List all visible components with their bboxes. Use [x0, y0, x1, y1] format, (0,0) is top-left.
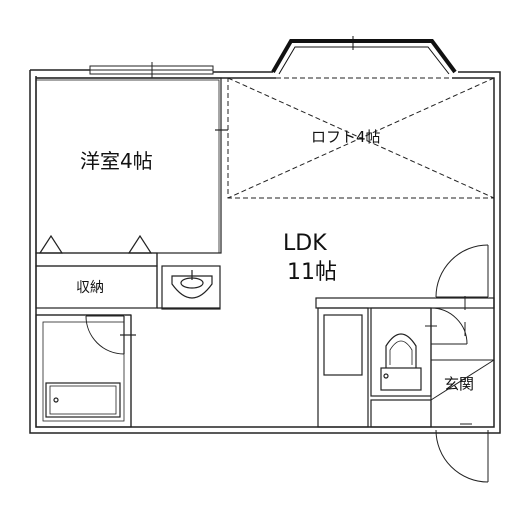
- ldk-label: LDK: [283, 231, 327, 256]
- loft-label: ロフト4帖: [311, 128, 381, 146]
- kitchen-area: [315, 297, 495, 428]
- western-room: [35, 77, 228, 309]
- top-window: [89, 62, 214, 78]
- entrance-label: 玄関: [444, 375, 474, 393]
- western-room-label: 洋室4帖: [80, 149, 153, 173]
- upper-exterior-door: [435, 244, 489, 298]
- toilet-door: [425, 307, 468, 345]
- entrance-door: [435, 423, 489, 483]
- toilet: [380, 333, 422, 391]
- wash-basin: [157, 265, 221, 310]
- storage-label: 収納: [76, 280, 104, 296]
- bathroom: [35, 314, 136, 428]
- ldk-size-label: 11帖: [287, 260, 337, 285]
- loft-area: [227, 77, 495, 199]
- outer-walls: [29, 69, 501, 434]
- bay-window: [271, 36, 457, 75]
- entrance: [430, 296, 495, 401]
